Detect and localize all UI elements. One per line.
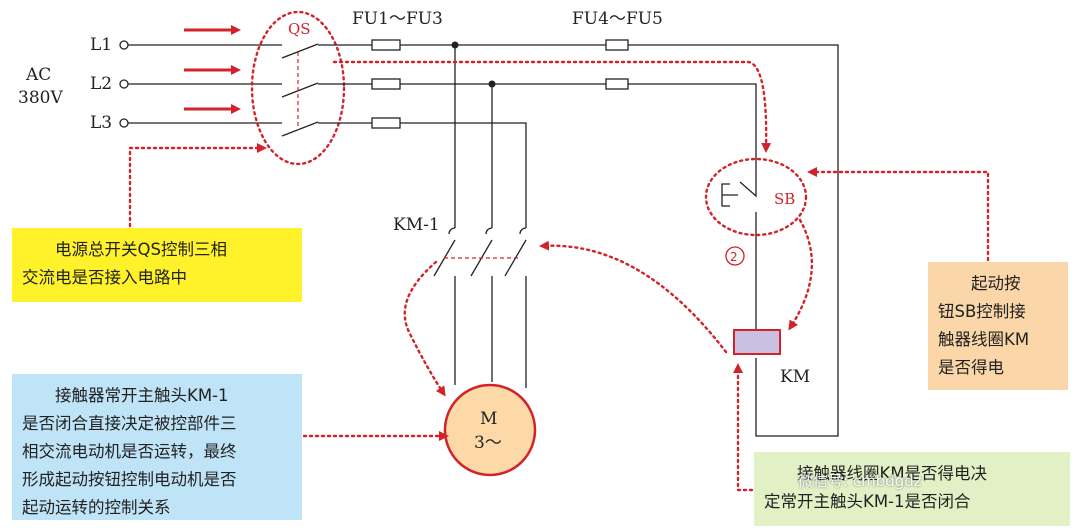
- fuse-fu2: [371, 78, 401, 90]
- arrow-qs-callout: [128, 143, 267, 228]
- sb-highlight-ellipse: [704, 157, 808, 237]
- callout-sb-line-3: 触器线圈KM: [938, 330, 1030, 349]
- arrow-sb-to-coil: [788, 218, 814, 331]
- km1-contact-3: [504, 227, 527, 388]
- step-2-marker: [725, 246, 745, 266]
- callout-coil-line-1: 接触器线圈KM是否得电决: [797, 464, 988, 483]
- callout-coil-line-2: 定常开主触头KM-1是否闭合: [764, 492, 971, 511]
- voltage-label: 380V: [18, 88, 63, 108]
- phase-label-l3: L3: [90, 113, 112, 133]
- km1-contact-2: [470, 227, 493, 382]
- callout-km1-line-2: 是否闭合直接决定被控部件三: [22, 414, 237, 433]
- arrow-coil-callout: [733, 363, 754, 492]
- callout-sb-line-1: 起动按: [971, 274, 1021, 293]
- terminal-l3: [119, 118, 129, 128]
- qs-highlight-ellipse: [250, 10, 346, 166]
- watermark: 微信号: cmbdgdz: [798, 472, 922, 490]
- motor-type-label: 3～: [474, 433, 502, 453]
- arrow-sb-callout: [807, 167, 990, 262]
- phase-label-l2: L2: [90, 74, 112, 94]
- qs-blade-1: [281, 43, 319, 59]
- motor-m-label: M: [480, 409, 497, 429]
- fu4-fu5-label: FU4～FU5: [572, 9, 663, 29]
- fuse-fu4: [605, 39, 629, 51]
- callout-km1-line-3: 相交流电动机是否运转，最终: [22, 442, 237, 461]
- fu1-fu3-label: FU1～FU3: [352, 9, 443, 29]
- qs-blade-2: [281, 82, 319, 98]
- motor: [443, 383, 537, 477]
- arrow-km1-to-motor: [403, 260, 446, 397]
- wire-l3-main: [318, 122, 527, 228]
- wire-l1-main: [318, 44, 839, 437]
- fuse-fu5: [605, 78, 629, 90]
- callout-qs-line-2: 交流电是否接入电路中: [22, 268, 187, 287]
- wire-l2-main: [318, 83, 757, 182]
- phase-label-l1: L1: [90, 35, 112, 55]
- sb-button: [721, 181, 757, 330]
- callout-km1-line-4: 形成起动按钮控制电动机是否: [22, 470, 237, 489]
- km-label: KM: [780, 367, 810, 387]
- sb-label: SB: [774, 190, 795, 208]
- callout-sb-line-4: 是否得电: [938, 358, 1004, 377]
- callout-qs: 电源总开关QS控制三相 交流电是否接入电路中: [12, 228, 302, 302]
- callout-km1-line-5: 起动运转的控制关系: [22, 498, 171, 517]
- qs-label: QS: [288, 20, 311, 38]
- callout-km1: 接触器常开主触头KM-1 是否闭合直接决定被控部件三 相交流电动机是否运转，最终…: [12, 374, 302, 520]
- step-2-label: 2: [730, 250, 738, 264]
- km1-label: KM-1: [393, 215, 440, 235]
- km-coil: [733, 329, 781, 355]
- terminal-l1: [119, 40, 129, 50]
- callout-km1-line-1: 接触器常开主触头KM-1: [55, 386, 229, 405]
- callout-sb: 起动按 钮SB控制接 触器线圈KM 是否得电: [928, 262, 1068, 390]
- arrow-power-to-sb: [332, 60, 772, 153]
- qs-blade-3: [281, 121, 319, 137]
- km1-contact-1: [433, 227, 456, 385]
- ac-label: AC: [25, 65, 51, 85]
- callout-coil: 接触器线圈KM是否得电决 定常开主触头KM-1是否闭合: [754, 452, 1070, 526]
- callout-sb-line-2: 钮SB控制接: [938, 302, 1026, 321]
- fuse-fu3: [371, 117, 401, 129]
- terminal-l2: [119, 79, 129, 89]
- arrow-coil-to-km1: [539, 240, 728, 354]
- fuse-fu1: [371, 39, 401, 51]
- callout-qs-line-1: 电源总开关QS控制三相: [55, 240, 227, 259]
